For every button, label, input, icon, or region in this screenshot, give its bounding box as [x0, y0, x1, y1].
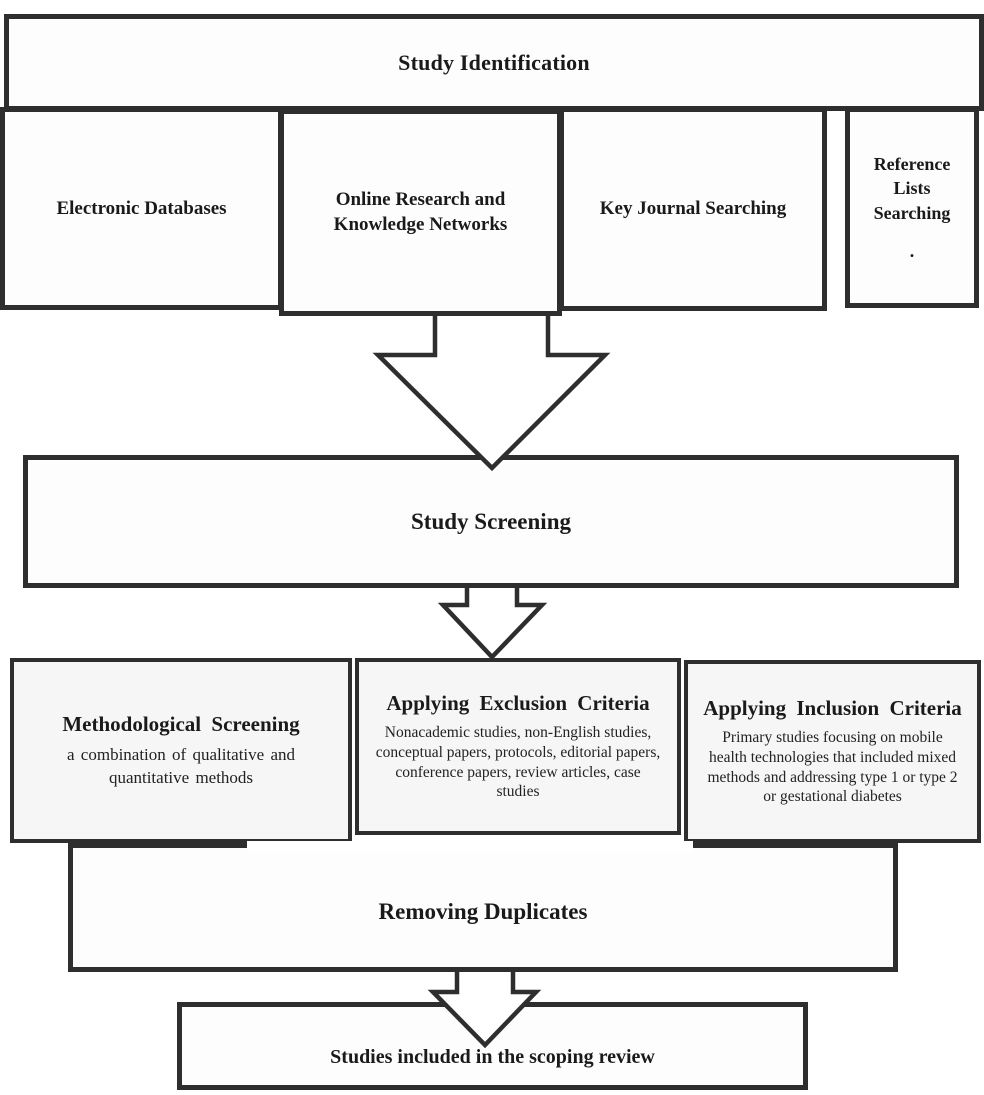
- methodological-screening-title: Methodological Screening: [62, 712, 300, 737]
- reference-lists-searching-box: Reference Lists Searching .: [845, 107, 979, 308]
- electronic-databases-box: Electronic Databases: [0, 107, 283, 310]
- down-arrow-icon: [372, 316, 611, 472]
- study-screening-box: Study Screening: [23, 455, 959, 588]
- inclusion-criteria-box: Applying Inclusion Criteria Primary stud…: [684, 660, 981, 843]
- down-arrow-icon: [427, 972, 542, 1048]
- methodological-screening-box: Methodological Screening a combination o…: [10, 658, 352, 843]
- down-arrow-icon: [437, 588, 548, 661]
- online-research-networks-box: Online Research and Knowledge Networks: [279, 109, 562, 316]
- study-identification-box: Study Identification: [4, 14, 984, 111]
- exclusion-criteria-body: Nonacademic studies, non-English studies…: [375, 723, 661, 801]
- inclusion-criteria-title: Applying Inclusion Criteria: [703, 695, 962, 720]
- electronic-databases-label: Electronic Databases: [56, 197, 227, 219]
- study-screening-label: Study Screening: [411, 508, 571, 534]
- methodological-screening-body: a combination of qualitative and quantit…: [67, 745, 295, 787]
- study-identification-label: Study Identification: [398, 49, 590, 75]
- border-gap-artifact: [247, 841, 693, 852]
- studies-included-label: Studies included in the scoping review: [330, 1046, 655, 1068]
- removing-duplicates-box: Removing Duplicates: [68, 843, 898, 972]
- key-journal-searching-label: Key Journal Searching: [599, 198, 787, 219]
- online-research-networks-label: Online Research and Knowledge Networks: [333, 188, 508, 235]
- reference-lists-footnote: .: [909, 240, 915, 261]
- exclusion-criteria-title: Applying Exclusion Criteria: [386, 690, 650, 715]
- key-journal-searching-box: Key Journal Searching: [559, 107, 827, 311]
- removing-duplicates-label: Removing Duplicates: [378, 898, 588, 924]
- inclusion-criteria-body: Primary studies focusing on mobile healt…: [707, 728, 958, 806]
- exclusion-criteria-box: Applying Exclusion Criteria Nonacademic …: [355, 658, 681, 835]
- reference-lists-searching-label: Reference Lists Searching: [873, 153, 951, 223]
